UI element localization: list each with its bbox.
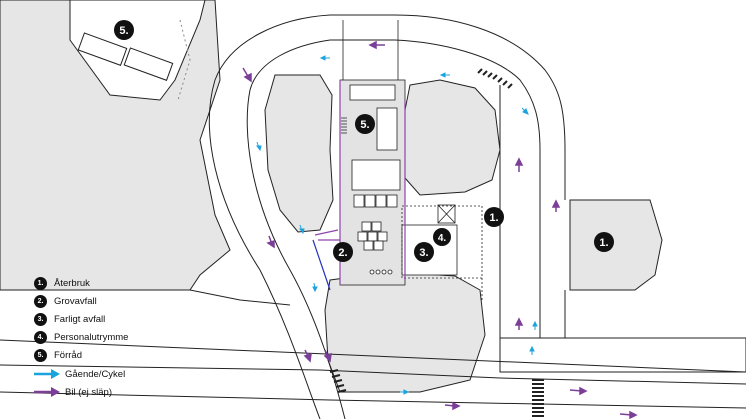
marker-m2-label: 5. (360, 119, 369, 131)
legend-item-personalutrymme: 4. Personalutrymme (34, 329, 274, 347)
marker-m7-label: 3. (419, 247, 428, 259)
car-arrow (323, 349, 332, 363)
walk-arrow (400, 389, 410, 395)
marker-m3: 1. (484, 207, 504, 227)
small-circles (369, 269, 393, 275)
ground-areas (0, 0, 746, 393)
marker-m7: 3. (414, 242, 434, 262)
marker-m1-label: 5. (119, 25, 128, 37)
legend-label: Bil (ej släp) (65, 386, 112, 398)
building-large (351, 159, 401, 191)
marker-m1: 5. (114, 20, 134, 40)
ground-center-north-right (404, 79, 501, 196)
legend-badge: 2. (34, 294, 47, 308)
walk-arrow (256, 141, 262, 152)
legend-badge: 3. (34, 312, 47, 326)
car-arrow (514, 157, 524, 172)
marker-m6-label: 4. (438, 233, 447, 244)
storage-north-west (77, 32, 174, 81)
car-arrow (514, 317, 524, 330)
ground-north-west-lot (69, 0, 206, 101)
legend-label: Personalutrymme (54, 332, 129, 344)
car-arrow (444, 401, 461, 411)
storage-building-1 (77, 32, 128, 66)
roads (0, 14, 746, 419)
walk-arrow (319, 55, 330, 61)
legend-item-farligt-avfall: 3. Farligt avfall (34, 310, 274, 328)
dashed-paths (177, 19, 191, 101)
road-bottom-2 (0, 364, 746, 385)
marker-m5: 2. (333, 242, 353, 262)
containers (353, 194, 398, 208)
legend-label: Återbruk (54, 277, 90, 289)
crosswalk-south-west (329, 369, 347, 393)
legend-badge: 1. (34, 276, 47, 290)
ground-left-island (264, 74, 334, 233)
legend-item-forrad: 5. Förråd (34, 347, 274, 365)
car-arrow (619, 410, 638, 419)
road-north-inner (330, 39, 541, 200)
legend-item-aterbruk: 1. Återbruk (34, 274, 274, 292)
road-west-edge (189, 289, 291, 306)
walk-arrow (532, 320, 538, 330)
car-arrow (303, 349, 312, 363)
purple-arrow-icon (34, 387, 60, 398)
fences (312, 80, 406, 291)
facility (339, 20, 483, 300)
car-arrow (368, 40, 385, 50)
stairs-facility (341, 117, 347, 134)
car-arrows (242, 40, 638, 419)
legend-item-walk: Gående/Cykel (34, 365, 274, 383)
ground-east (569, 199, 663, 291)
walk-arrow (529, 345, 535, 355)
walk-arrow (299, 224, 305, 235)
marker-m6: 4. (433, 228, 451, 246)
crosswalk-north (477, 68, 513, 89)
car-arrow (569, 386, 588, 396)
legend-label: Förråd (54, 350, 82, 362)
crosswalk-south-east (532, 379, 544, 417)
marker-m5-label: 2. (338, 247, 347, 259)
legend-label: Farligt avfall (54, 313, 106, 325)
crosswalks (329, 68, 544, 417)
car-arrow (266, 235, 275, 249)
walk-arrows (256, 55, 538, 395)
walk-arrow (521, 107, 529, 115)
legend-label: Grovavfall (54, 295, 97, 307)
reuse-dashed-area (401, 205, 483, 279)
storage-building-2 (123, 47, 174, 81)
car-arrow (242, 67, 252, 83)
road-bottom-1 (0, 339, 746, 373)
road-bottom-3 (0, 391, 746, 409)
legend-item-grovavfall: 2. Grovavfall (34, 292, 274, 310)
legend-badge: 4. (34, 331, 47, 345)
legend-label: Gående/Cykel (65, 368, 126, 380)
marker-m4: 1. (594, 232, 614, 252)
bins-grovavfall (357, 221, 388, 251)
legend: 1. Återbruk 2. Grovavfall 3. Farligt avf… (34, 274, 274, 401)
legend-item-car: Bil (ej släp) (34, 383, 274, 401)
legend-badge: 5. (34, 349, 47, 363)
blue-arrow-icon (34, 369, 60, 380)
walk-arrow (312, 282, 318, 293)
marker-m3-label: 1. (489, 212, 498, 224)
building-storage (376, 107, 398, 151)
marker-m4-label: 1. (599, 237, 608, 249)
marker-m2: 5. (355, 114, 375, 134)
road-loop-outer (208, 14, 331, 419)
building-storage-top (349, 84, 396, 101)
road-north-outer (330, 14, 566, 200)
car-arrow (551, 199, 561, 212)
walk-arrow (439, 72, 450, 78)
